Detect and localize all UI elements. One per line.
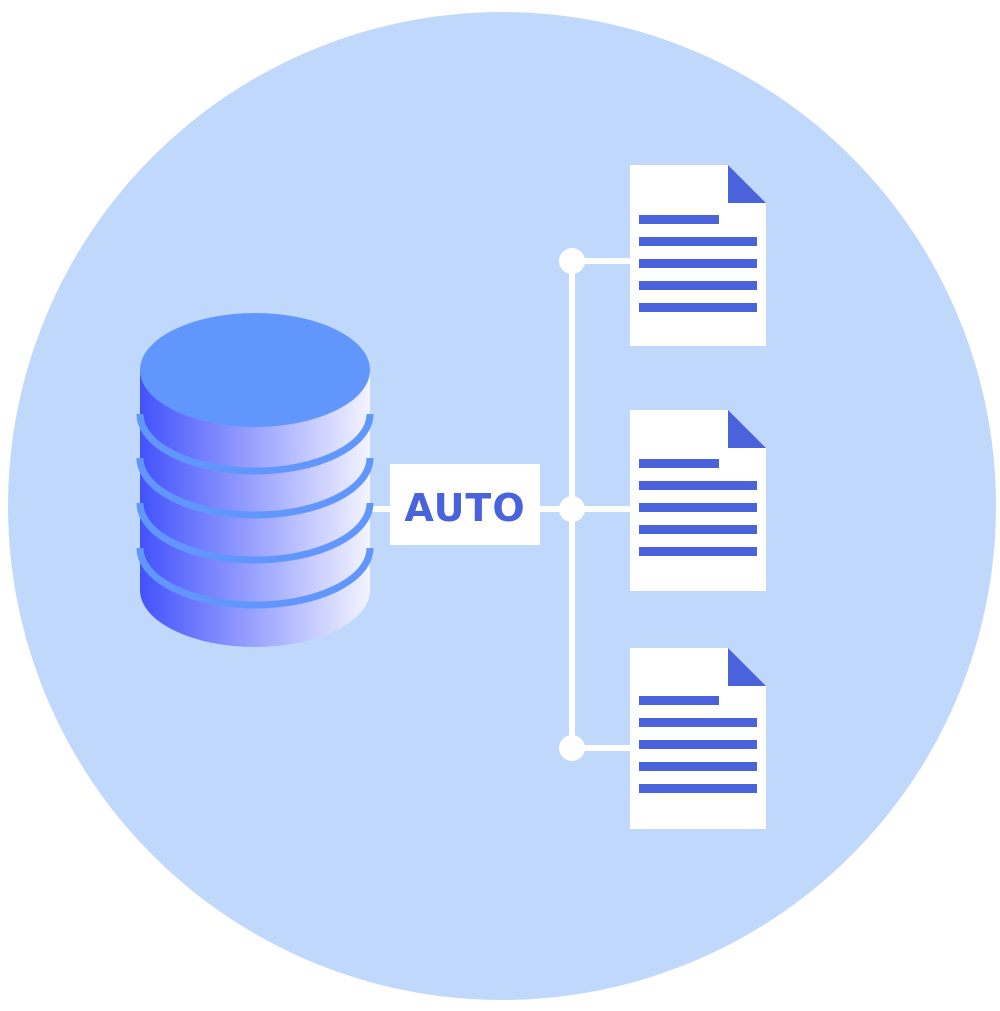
document-text-line [639,459,719,468]
document-text-line [639,259,757,268]
document-text-line [639,740,757,749]
document-corner-fold [728,648,766,686]
branch-node-3 [559,735,585,761]
connector-nodes [559,248,585,761]
document-text-line [639,784,757,793]
database-icon [136,313,374,647]
document-text-line [639,525,757,534]
document-text-line [639,696,719,705]
document-text-line [639,237,757,246]
document-page [630,165,766,346]
process-label: AUTO [390,464,540,545]
database-top [140,313,370,427]
database-band-3 [136,502,374,564]
document-corner-fold [728,410,766,448]
document-text-line [639,303,757,312]
database-body [140,370,370,647]
document-icon [630,165,766,346]
database-band-4 [136,547,374,609]
database-band-2 [136,457,374,519]
document-icon [630,410,766,591]
document-text-line [639,718,757,727]
database-band-1 [136,413,374,475]
document-text-line [639,547,757,556]
branch-node-2 [559,496,585,522]
document-page [630,410,766,591]
document-text-line [639,503,757,512]
document-text-line [639,481,757,490]
document-text-line [639,281,757,290]
document-page [630,648,766,829]
document-corner-fold [728,165,766,203]
document-icon [630,648,766,829]
process-label-box [390,464,540,545]
branch-node-1 [559,248,585,274]
document-text-line [639,215,719,224]
process-label-text: AUTO [404,486,525,530]
document-text-line [639,762,757,771]
